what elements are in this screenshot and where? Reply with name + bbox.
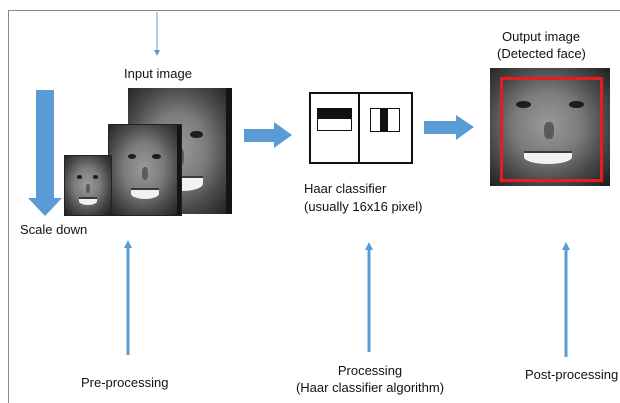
pre-processing-label: Pre-processing (81, 375, 169, 390)
detected-face-label: (Detected face) (497, 46, 586, 61)
frame-top-border (8, 10, 620, 11)
scale-down-arrow-shaft (36, 90, 54, 198)
haar-feature-edge (309, 92, 360, 164)
arrow-to-haar-shaft (244, 129, 274, 142)
processing-algorithm-label: (Haar classifier algorithm) (295, 380, 445, 395)
arrow-to-haar-head (274, 122, 292, 148)
top-thin-arrow-head (154, 50, 160, 56)
output-face (490, 68, 610, 186)
output-image-label: Output image (502, 29, 581, 44)
scale-down-label: Scale down (20, 222, 88, 237)
processing-label: Processing (337, 363, 403, 378)
input-image-label: Input image (124, 66, 192, 81)
scale-down-arrow-head (28, 198, 62, 216)
haar-classifier-label: Haar classifier (304, 181, 387, 196)
haar-size-label: (usually 16x16 pixel) (304, 199, 423, 214)
detected-face-box (500, 77, 603, 182)
frame-left-border (8, 10, 9, 403)
input-face-medium (108, 124, 182, 216)
haar-feature-line (358, 92, 413, 164)
arrow-to-output-shaft (424, 121, 456, 134)
input-face-small (64, 155, 112, 216)
post-processing-label: Post-processing (525, 367, 619, 382)
arrow-to-output-head (456, 115, 474, 140)
